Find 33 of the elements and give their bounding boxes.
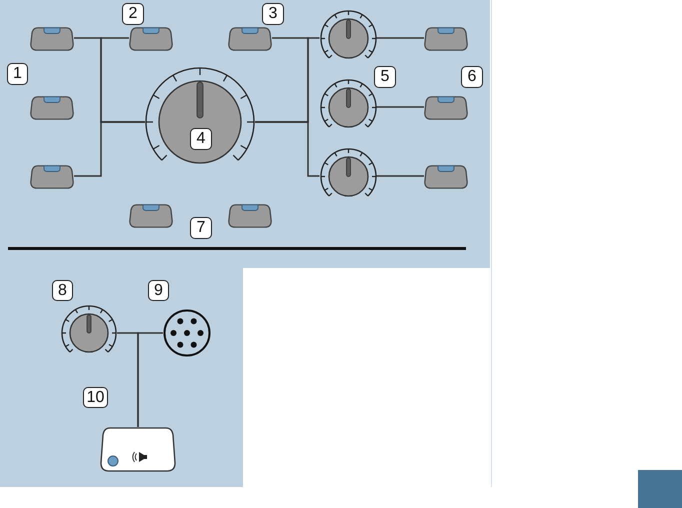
connector-line: [137, 332, 163, 427]
callout-number: 3: [262, 3, 284, 25]
connector-line: [255, 121, 320, 177]
callout-number: 2: [122, 3, 144, 25]
device-unit: [100, 427, 176, 472]
push-button: [30, 27, 74, 51]
rotary-knob: [145, 67, 255, 165]
rotary-knob: [320, 78, 376, 128]
rotary-knob: [61, 305, 117, 354]
connector-line: [376, 37, 424, 39]
rotary-knob: [320, 10, 376, 60]
push-button: [129, 27, 173, 51]
push-button: [30, 165, 74, 189]
connector-line: [376, 106, 424, 108]
callout-number: 7: [190, 217, 212, 239]
callout-number: 6: [461, 66, 483, 88]
callout-number: 9: [148, 280, 169, 301]
socket-connector: [163, 309, 211, 357]
callout-number: 10: [83, 387, 108, 408]
push-button: [228, 27, 272, 51]
callout-number: 4: [190, 128, 212, 150]
rotary-knob: [320, 148, 376, 198]
push-button: [228, 204, 272, 228]
callout-number: 1: [7, 63, 28, 85]
push-button: [424, 27, 468, 51]
push-button: [30, 96, 74, 120]
callout-number: 8: [52, 280, 73, 301]
connector-line: [74, 121, 145, 177]
push-button: [424, 165, 468, 189]
push-button: [424, 96, 468, 120]
push-button: [129, 204, 173, 228]
callout-number: 5: [374, 66, 396, 88]
connector-line: [376, 175, 424, 177]
